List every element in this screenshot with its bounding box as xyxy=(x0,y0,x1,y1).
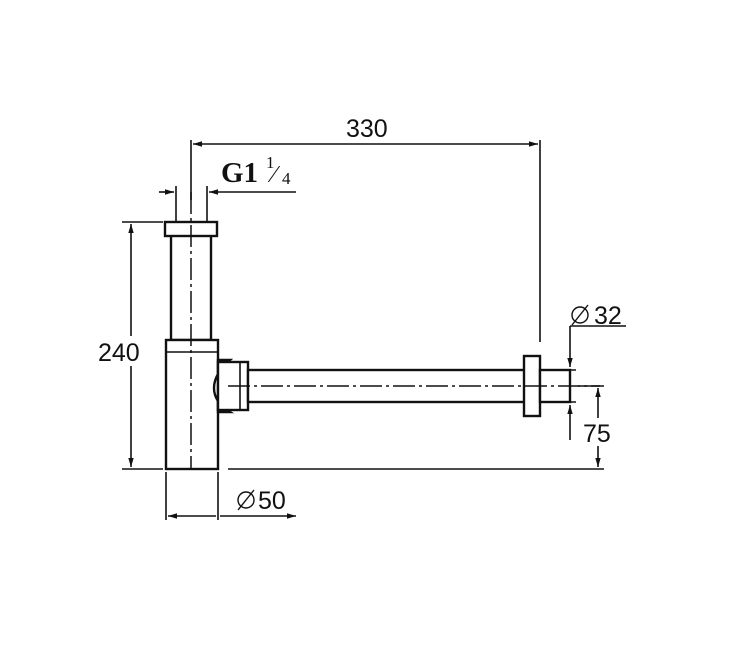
diameter-icon xyxy=(237,489,255,511)
dim-75-label: 75 xyxy=(583,420,611,448)
dim-outlet-height: 75 xyxy=(228,385,620,470)
thread-label: G1 xyxy=(221,157,258,189)
trap-body xyxy=(163,220,220,471)
diameter-icon xyxy=(571,304,589,326)
thread-frac-den: 4 xyxy=(282,169,291,188)
dim-thread: G1 1 ⁄ 4 xyxy=(159,153,296,222)
dim-overall-length: 330 xyxy=(190,115,541,342)
dim-height: 240 xyxy=(96,221,163,470)
bottle-body xyxy=(164,338,220,471)
dim-330-label: 330 xyxy=(346,115,388,143)
dim-body-diameter: 50 xyxy=(165,472,296,520)
dim-240-label: 240 xyxy=(98,339,140,367)
dim-outlet-diameter: 32 xyxy=(544,302,626,440)
thread-frac-num: 1 xyxy=(266,153,275,172)
dim-32-label: 32 xyxy=(594,302,622,330)
dim-50-label: 50 xyxy=(258,487,286,515)
